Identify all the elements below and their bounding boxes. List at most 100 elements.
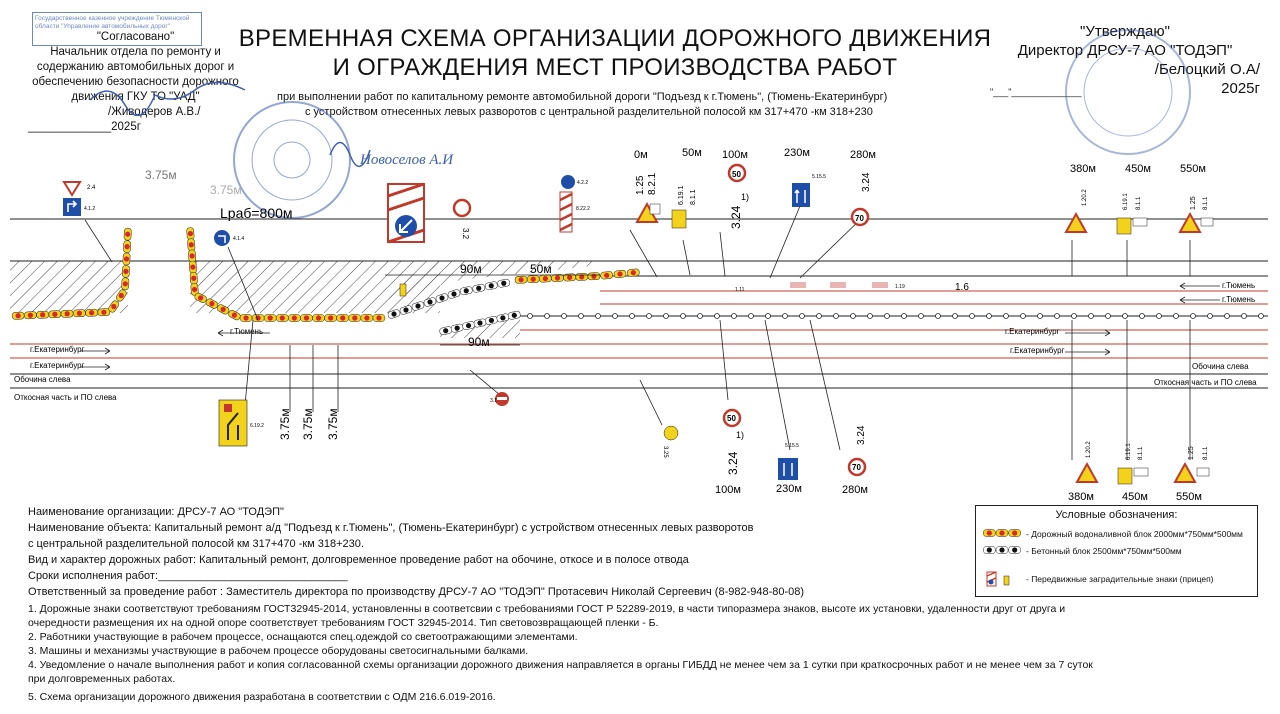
sign-lane-change-icon xyxy=(218,399,248,447)
svg-text:1.25: 1.25 xyxy=(635,175,646,195)
marking-119: 1.19 xyxy=(895,284,905,290)
mobile-barrier-sign-icon xyxy=(387,182,425,244)
median-post xyxy=(1122,313,1128,319)
warning-light-icon xyxy=(399,283,407,297)
barrier-taper-bottom xyxy=(439,310,521,336)
barrier-taper-top2 xyxy=(514,268,640,284)
note-5: 5. Схема организации дорожного движения … xyxy=(28,691,496,703)
median-post xyxy=(952,313,958,319)
taper-50-label: 50м xyxy=(530,262,552,276)
lane-width-3: 3.75м xyxy=(326,408,340,440)
agreed-line4: движения ГКУ ТО "УАД" xyxy=(71,91,200,103)
subtitle: при выполнении работ по капитальному рем… xyxy=(265,90,985,120)
svg-text:3.24: 3.24 xyxy=(856,425,867,445)
page-title: ВРЕМЕННАЯ СХЕМА ОРГАНИЗАЦИИ ДОРОЖНОГО ДВ… xyxy=(230,24,1000,82)
speed-limit-50-bottom-icon xyxy=(722,408,742,428)
dir-ekb-r2: г.Екатеринбург xyxy=(1010,346,1065,355)
median-post xyxy=(850,313,856,319)
info-block: Наименование организации: ДРСУ-7 АО "ТОД… xyxy=(28,504,978,600)
sign-direction-board-icon xyxy=(559,191,573,233)
svg-text:1.25: 1.25 xyxy=(1188,446,1195,460)
svg-text:8.1.1: 8.1.1 xyxy=(1203,196,1209,210)
sign-detour-scheme-icon xyxy=(1116,217,1132,235)
barrier-left-ramp xyxy=(11,227,132,320)
svg-text:3.2: 3.2 xyxy=(461,228,470,240)
sign-detour-plate-icon xyxy=(671,209,687,229)
svg-text:1.25: 1.25 xyxy=(1190,196,1197,210)
svg-text:70: 70 xyxy=(855,214,864,223)
marking-16: 1.6 xyxy=(955,282,969,293)
sign-no-entry-bottom-icon xyxy=(495,392,509,406)
agreed-signature: /Живодеров А.В./ xyxy=(108,106,201,118)
svg-text:8.1.1: 8.1.1 xyxy=(1203,446,1209,460)
sign-direction-icon xyxy=(63,198,81,216)
svg-text:6.19.2: 6.19.2 xyxy=(250,423,264,429)
info-works: Вид и характер дорожных работ: Капитальн… xyxy=(28,554,689,566)
svg-text:550м: 550м xyxy=(1180,163,1206,175)
median-post xyxy=(782,313,788,319)
svg-text:380м: 380м xyxy=(1070,163,1096,175)
dir-tyumen-r1: г.Тюмень xyxy=(1222,281,1255,290)
gibdd-stamp xyxy=(233,101,351,219)
svg-text:450м: 450м xyxy=(1122,491,1148,503)
speed-limit-50-icon xyxy=(727,163,747,183)
svg-text:100м: 100м xyxy=(722,149,748,161)
median-post xyxy=(1139,313,1145,319)
svg-text:1.20.2: 1.20.2 xyxy=(1082,189,1088,206)
shoulder-left: Обочина слева xyxy=(14,375,71,384)
agreed-date: _____________2025г xyxy=(28,121,141,133)
agreed-label: "Согласовано" xyxy=(96,31,175,43)
svg-text:8.1.1: 8.1.1 xyxy=(1138,446,1144,460)
approve-date: 2025г xyxy=(1221,80,1260,97)
speed-limit-70-bottom-icon xyxy=(847,457,867,477)
median-post xyxy=(901,313,907,319)
lane-width-1: 3.75м xyxy=(278,408,292,440)
svg-text:4.2.2: 4.2.2 xyxy=(577,180,588,186)
approve-date-prefix: "___"______________ xyxy=(990,87,1082,97)
approval-block-left: "Согласовано" Начальник отдела по ремонт… xyxy=(28,30,243,135)
slope-right: Откосная часть и ПО слева xyxy=(1154,378,1257,387)
median-post xyxy=(1156,313,1162,319)
legend-symbols xyxy=(983,529,1021,587)
dir-tyumen-r2: г.Тюмень xyxy=(1222,295,1255,304)
svg-text:3.24: 3.24 xyxy=(729,205,743,229)
svg-text:50: 50 xyxy=(727,414,736,423)
median-post xyxy=(1020,313,1026,319)
svg-text:1.20.2: 1.20.2 xyxy=(1086,441,1092,458)
subtitle-line1: при выполнении работ по капитальному рем… xyxy=(277,91,888,103)
svg-text:5.15.5: 5.15.5 xyxy=(812,174,826,180)
median-post xyxy=(1241,313,1247,319)
sign-yield-icon xyxy=(62,181,82,197)
sign-no-entry-icon xyxy=(452,198,472,218)
median-post xyxy=(1071,313,1077,319)
median-post xyxy=(935,313,941,319)
approve-label: "Утверждаю" xyxy=(1080,23,1170,40)
median-post xyxy=(1003,313,1009,319)
svg-text:6.19.1: 6.19.1 xyxy=(1123,193,1129,210)
svg-text:280м: 280м xyxy=(842,484,868,496)
subtitle-line2: с устройством отнесенных левых разворото… xyxy=(305,106,873,118)
legend-water-block xyxy=(983,529,1021,537)
title-line2: И ОГРАЖДЕНИЯ МЕСТ ПРОИЗВОДСТВА РАБОТ xyxy=(332,54,898,81)
lane-width-top: 3.75м xyxy=(145,168,177,182)
company-stamp xyxy=(1065,29,1191,155)
lane-width-2: 3.75м xyxy=(301,408,315,440)
svg-text:50м: 50м xyxy=(682,147,702,159)
dir-ekb-l1: г.Екатеринбург xyxy=(30,345,85,354)
sign-narrowing-icon xyxy=(1064,211,1088,233)
title-line1: ВРЕМЕННАЯ СХЕМА ОРГАНИЗАЦИИ ДОРОЖНОГО ДВ… xyxy=(238,25,992,52)
median-post xyxy=(646,313,652,319)
svg-text:3.24: 3.24 xyxy=(861,172,872,192)
median-post xyxy=(1037,313,1043,319)
svg-text:5.15.5: 5.15.5 xyxy=(785,443,799,449)
agreed-line1: Начальник отдела по ремонту и xyxy=(50,46,221,58)
legend-warning-light-icon xyxy=(1003,575,1010,586)
taper-90b-label: 90м xyxy=(468,335,490,349)
median-post xyxy=(867,313,873,319)
median-post xyxy=(1190,313,1196,319)
median-post xyxy=(1258,313,1264,319)
note-4: 4. Уведомление о начале выполнения работ… xyxy=(28,659,1093,671)
svg-text:0м: 0м xyxy=(634,149,648,161)
svg-text:6.19.1: 6.19.1 xyxy=(1126,443,1132,460)
